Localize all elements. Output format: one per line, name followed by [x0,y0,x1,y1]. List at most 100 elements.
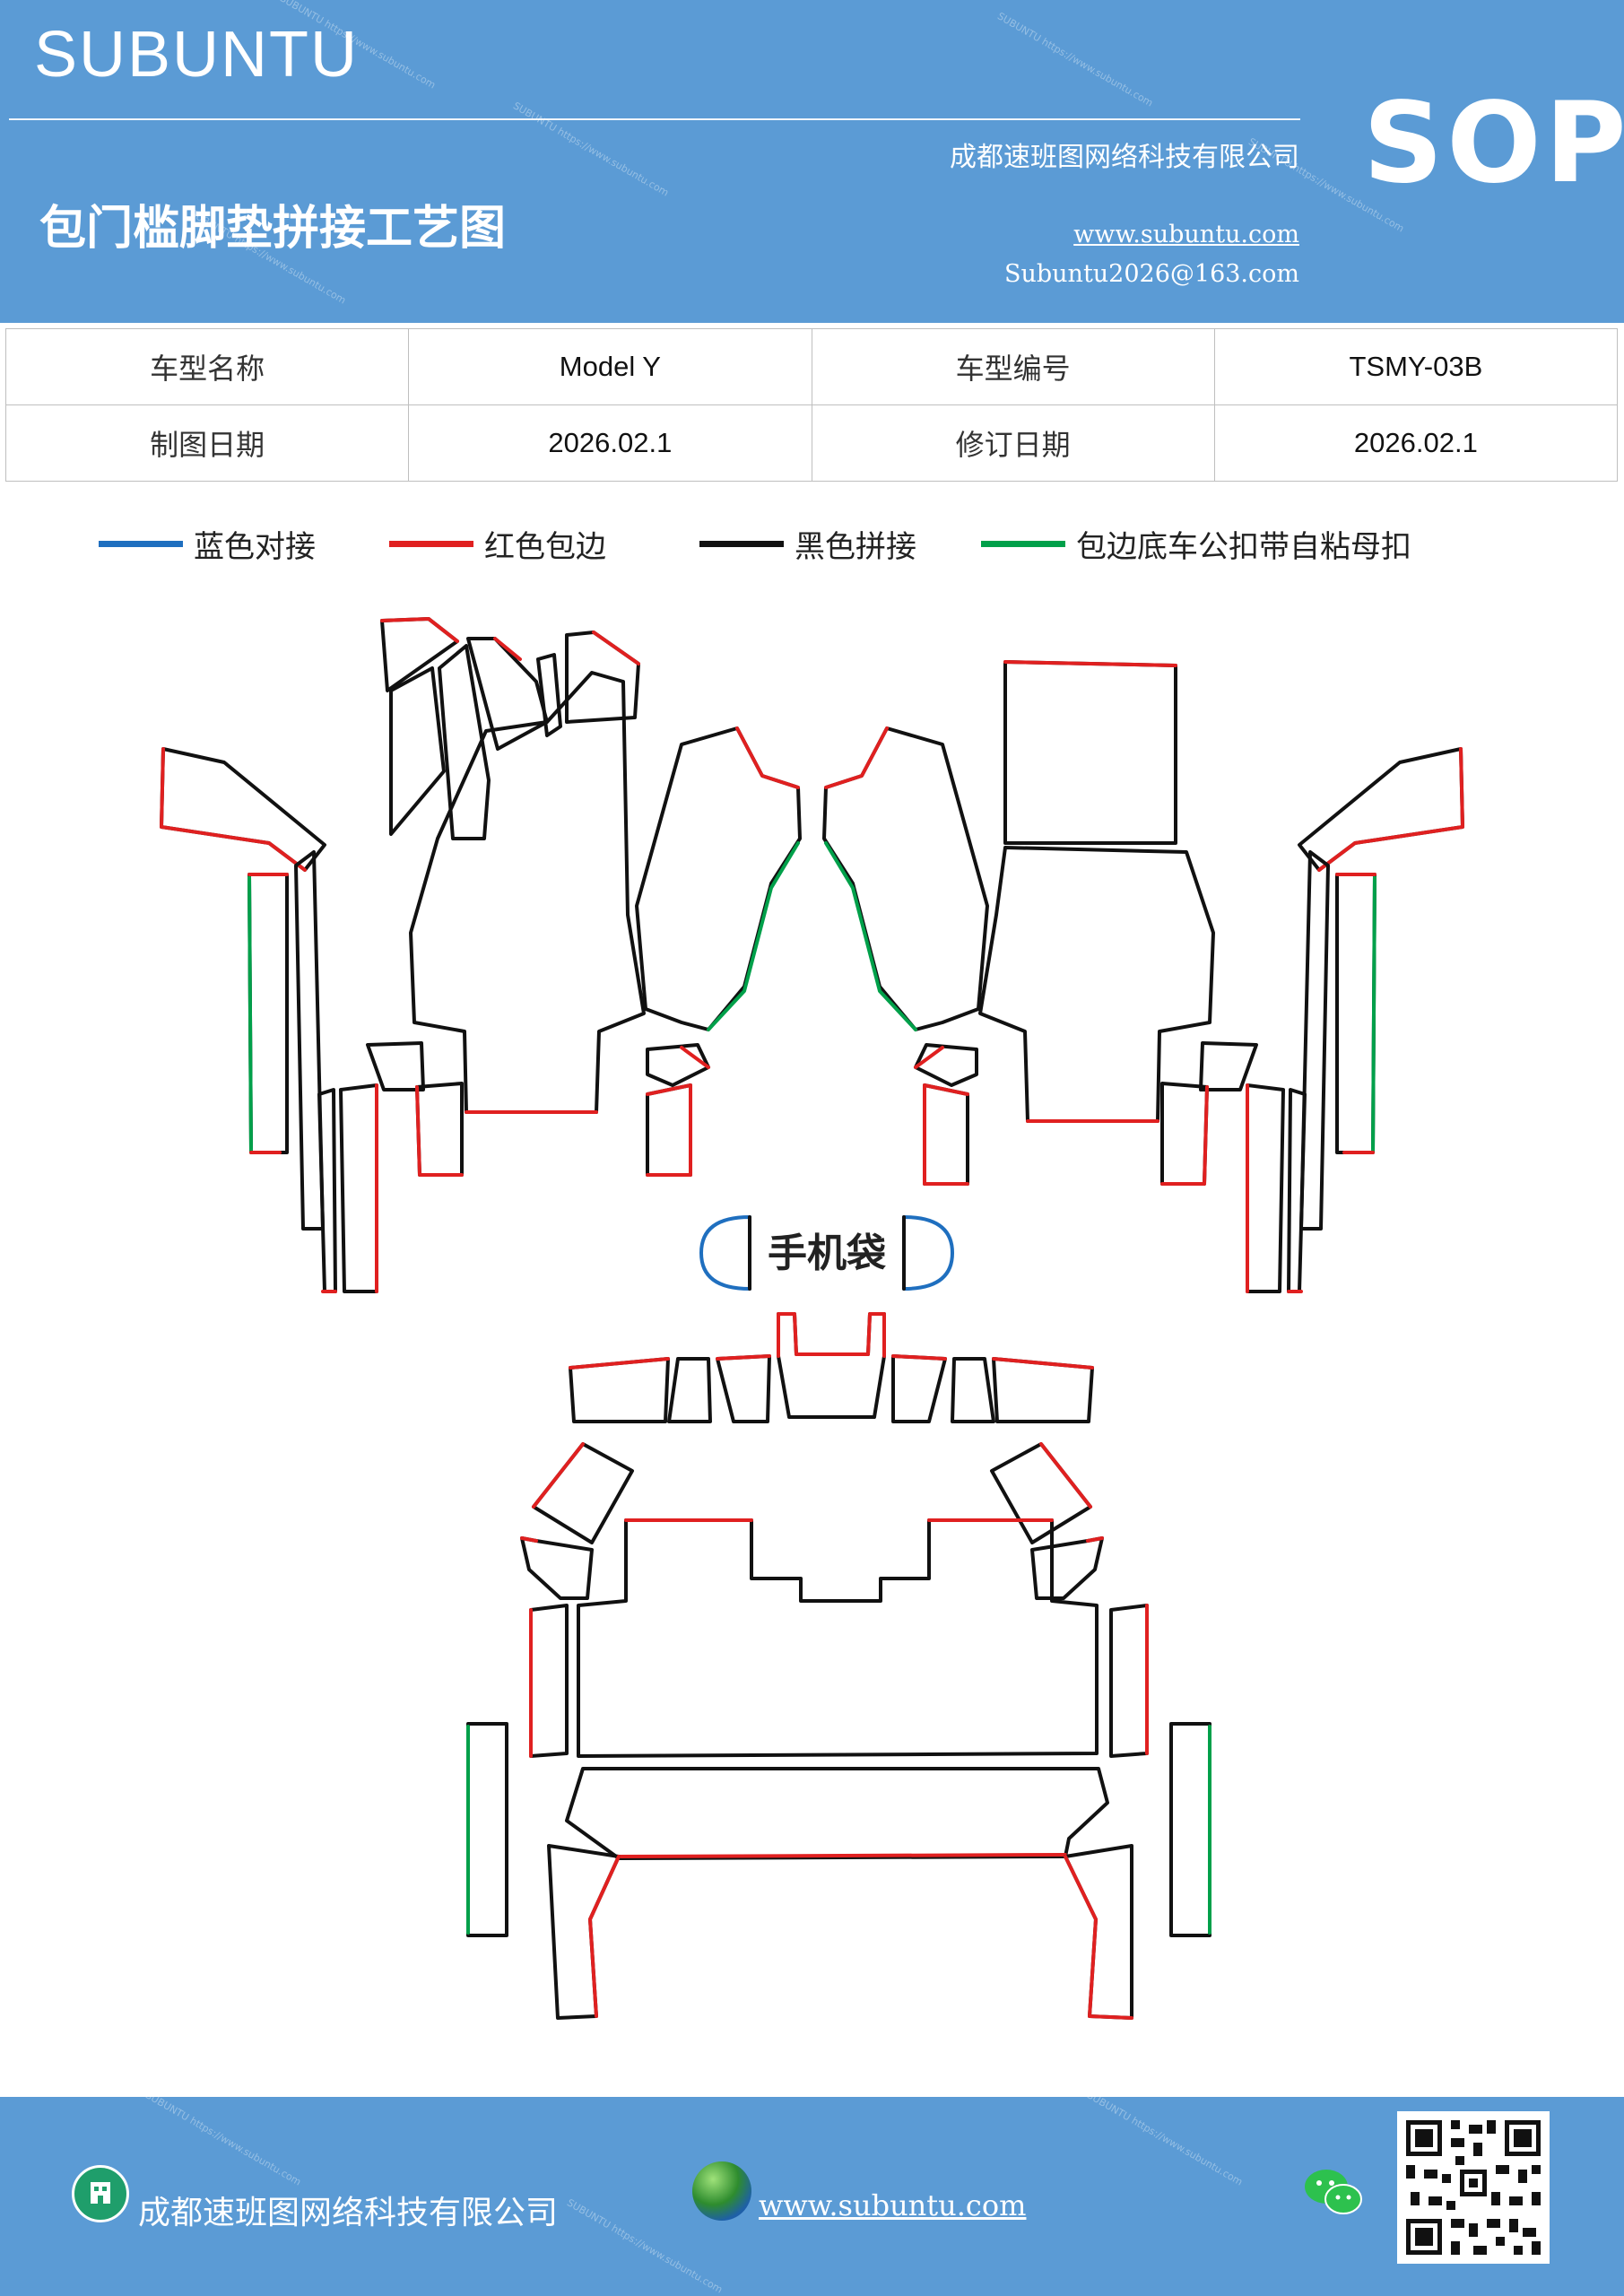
legend-item-red: 红色包边 [389,522,606,566]
mat-edge-red [569,1357,670,1370]
watermark: SUBUNTU https://www.subuntu.com [995,10,1155,109]
phone-bag-label: 手机袋 [768,1231,886,1276]
mat-piece [577,1518,1099,1758]
mat-edge-red [1003,660,1177,667]
website-link[interactable]: www.subuntu.com [1073,221,1299,248]
mat-piece [339,1083,378,1293]
mat-piece [565,1767,1109,1860]
mat-edge-green [1371,875,1376,1152]
mat-edge-red [1335,873,1376,1154]
mat-piece [409,671,646,1114]
mat-edge-red [1064,1855,1133,2020]
mat-edge-red [646,1083,692,1177]
mat-edge-green [248,875,253,1152]
legend-item-green: 包边底车公扣带自粘母扣 [981,522,1411,566]
right-mat-group [822,660,1464,1293]
label-revision-date: 修订日期 [811,404,1215,482]
mat-edge-red [1039,1442,1092,1509]
phone-bag-right-edge [902,1215,954,1291]
watermark: SUBUNTU https://www.subuntu.com [1085,2089,1245,2188]
mat-edge-red [777,1312,886,1358]
footer-company-name: 成都速班图网络科技有限公司 [138,2195,559,2231]
watermark: SUBUNTU https://www.subuntu.com [511,100,671,199]
footer-banner: SUBUNTU https://www.subuntu.com SUBUNTU … [0,2089,1624,2296]
value-model-code: TSMY-03B [1213,328,1619,405]
mat-edge-red [891,1354,947,1361]
mat-piece [646,1083,692,1177]
mat-piece [160,747,326,872]
value-model-name: Model Y [408,328,812,405]
mat-edge-red [588,1855,621,2018]
mat-edge-red [680,1046,710,1069]
mat-edge-red [592,631,640,665]
mat-edge-red [923,1083,969,1186]
mat-piece [520,1536,594,1600]
mat-edge-red [248,873,289,1154]
mat-piece [547,1844,621,2020]
wechat-icon [1305,2170,1362,2214]
mat-piece [380,617,459,692]
mat-edge-red [1317,747,1464,872]
mat-edge-green [824,841,917,1031]
email-address: Subuntu2026@163.com [1004,260,1299,288]
legend-label: 包边底车公扣带自粘母扣 [1076,529,1411,565]
legend-item-black: 黑色拼接 [699,522,916,566]
mat-edge-red [321,1083,378,1293]
legend-label: 红色包边 [484,529,606,565]
header-banner: SUBUNTU https://www.subuntu.com SUBUNTU … [0,0,1624,323]
table-row: 制图日期 2026.02.1 修订日期 2026.02.1 [4,404,1619,482]
mat-piece [667,1357,712,1423]
mat-edge-red [380,617,459,643]
mat-piece [951,1357,995,1423]
label-model-code: 车型编号 [811,328,1215,405]
mat-edge-red [415,1085,464,1177]
mat-piece [317,1088,337,1293]
mat-edge-red [160,747,307,872]
mat-piece [716,1354,771,1423]
mat-piece [914,1043,978,1087]
trunk-mat-group [466,1312,1211,2020]
sop-badge: SOP [1363,79,1624,208]
mat-edge-red [914,1046,944,1069]
table-row: 车型名称 Model Y 车型编号 TSMY-03B [4,328,1619,405]
value-revision-date: 2026.02.1 [1213,404,1619,482]
mat-piece [529,1604,569,1758]
legend-label: 黑色拼接 [795,529,916,565]
legend-swatch [99,541,183,547]
qr-code[interactable] [1397,2111,1550,2264]
mat-piece [1287,1088,1307,1293]
mat-piece [1199,1041,1258,1091]
mat-piece [389,666,446,836]
mat-piece [565,631,640,724]
mat-piece [1064,1844,1133,2020]
mat-piece [1109,1604,1149,1758]
mat-piece [248,873,289,1154]
legend-item-blue: 蓝色对接 [99,522,316,566]
legend: 蓝色对接 红色包边 黑色拼接 包边底车公扣带自粘母扣 [0,522,1624,576]
mat-piece [646,1043,710,1087]
mat-piece [990,1442,1092,1544]
legend-swatch [389,541,473,547]
mat-edge-red [532,1442,585,1509]
vehicle-info-table: 车型名称 Model Y 车型编号 TSMY-03B 制图日期 2026.02.… [4,328,1619,482]
mat-piece [415,1082,464,1177]
mat-piece [532,1442,634,1544]
mat-piece [1169,1722,1211,1937]
mat-piece [1299,850,1330,1231]
label-draw-date: 制图日期 [4,404,410,482]
mat-edge-red [735,726,800,789]
mat-piece [466,1722,508,1937]
mat-piece [294,850,325,1231]
company-name: 成都速班图网络科技有限公司 [950,142,1299,173]
building-icon [72,2165,129,2222]
floor-mat-diagram: 手机袋 [160,617,1464,2020]
globe-icon [692,2161,751,2221]
page-title: 包门槛脚垫拼接工艺图 [39,201,507,256]
label-model-name: 车型名称 [4,328,410,405]
mat-piece [1298,747,1464,872]
footer-website-link[interactable]: www.subuntu.com [759,2188,1027,2222]
legend-swatch [981,541,1065,547]
value-draw-date: 2026.02.1 [408,404,812,482]
mat-edge-red [520,1536,538,1543]
left-mat-group [160,617,802,1293]
